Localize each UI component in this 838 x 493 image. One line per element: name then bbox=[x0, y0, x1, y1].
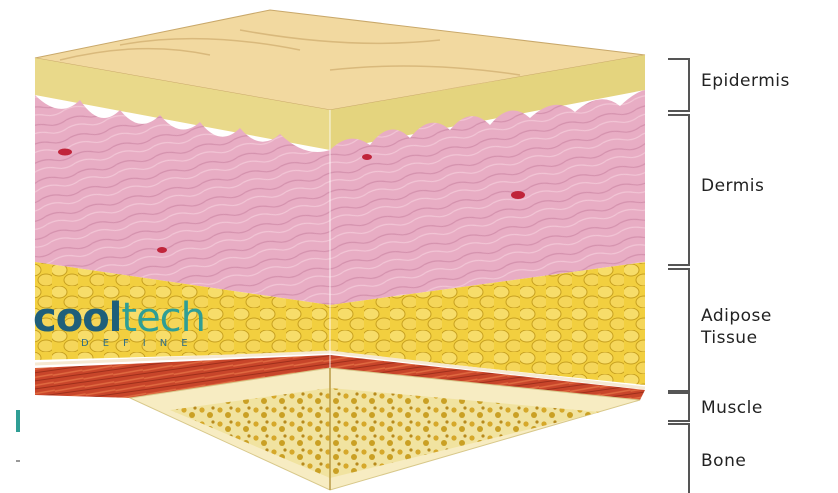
dermis-label: Dermis bbox=[701, 176, 764, 197]
logo-word-cool: cool bbox=[33, 295, 121, 341]
adipose-label-line2: Tissue bbox=[701, 328, 758, 349]
bone-label: Bone bbox=[701, 451, 746, 472]
dermis-bracket bbox=[668, 114, 690, 266]
adipose-bracket bbox=[668, 268, 690, 392]
muscle-bracket bbox=[668, 392, 690, 422]
epidermis-label: Epidermis bbox=[701, 71, 790, 92]
epidermis-bracket bbox=[668, 58, 690, 112]
left-edge-mark bbox=[16, 410, 20, 432]
muscle-label: Muscle bbox=[701, 398, 763, 419]
left-edge-dash bbox=[16, 460, 20, 462]
bone-bracket bbox=[668, 423, 690, 493]
logo-word-tech: tech bbox=[121, 295, 205, 341]
logo-tagline: DEFINE bbox=[81, 338, 205, 349]
adipose-label-line1: Adipose bbox=[701, 306, 772, 327]
cooltech-logo: cooltech DEFINE bbox=[33, 296, 205, 349]
